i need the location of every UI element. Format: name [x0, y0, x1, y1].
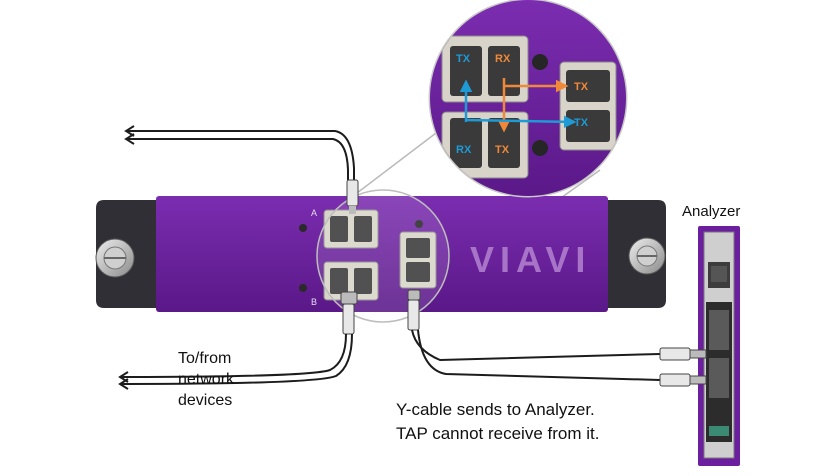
lc-connector-monitor — [407, 289, 421, 331]
port-rx-label: RX — [495, 53, 511, 65]
port-tx-label: TX — [456, 53, 471, 65]
monitor-port[interactable] — [399, 231, 437, 289]
network-label-line: To/from — [178, 350, 232, 367]
port-b[interactable] — [323, 261, 379, 301]
lc-connector-port-a — [346, 179, 359, 214]
brand-logo: VIAVI — [470, 239, 591, 280]
analyzer-device[interactable] — [698, 226, 740, 466]
zoom-highlight — [316, 189, 450, 323]
zoom-callout: TX RX RX TX TX TX — [428, 0, 628, 198]
network-cable-upper — [126, 130, 355, 180]
module-faceplate — [156, 196, 608, 312]
thumbscrew-right-icon[interactable] — [628, 237, 666, 275]
monitor-tx-label: TX — [574, 117, 589, 129]
port-label-a: A — [311, 208, 317, 218]
port-tx-label: TX — [495, 144, 510, 156]
y-cable-caption: Y-cable sends to Analyzer. TAP cannot re… — [396, 398, 599, 446]
analyzer-connector-upper — [659, 347, 707, 361]
caption-line: TAP cannot receive from it. — [396, 424, 600, 443]
network-devices-label: To/from network devices — [178, 348, 234, 411]
monitor-tx-label: TX — [574, 81, 589, 93]
caption-line: Y-cable sends to Analyzer. — [396, 400, 595, 419]
network-cable-lower — [119, 333, 353, 385]
analyzer-label: Analyzer — [682, 203, 741, 220]
screw-icon — [299, 284, 307, 292]
analyzer-connector-lower — [659, 373, 707, 387]
lc-connector-port-b — [340, 291, 358, 335]
screw-icon — [415, 220, 423, 228]
thumbscrew-left-icon[interactable] — [95, 238, 135, 278]
port-label-b: B — [311, 297, 317, 307]
screw-icon — [299, 224, 307, 232]
port-rx-label: RX — [456, 144, 472, 156]
network-arrow-lower — [118, 371, 129, 390]
port-a[interactable] — [323, 209, 379, 249]
network-label-line: network — [178, 371, 235, 388]
y-cable — [411, 329, 661, 381]
network-arrow-upper — [124, 125, 135, 145]
network-label-line: devices — [178, 392, 233, 409]
tap-to-monitor-arrow — [465, 115, 577, 129]
